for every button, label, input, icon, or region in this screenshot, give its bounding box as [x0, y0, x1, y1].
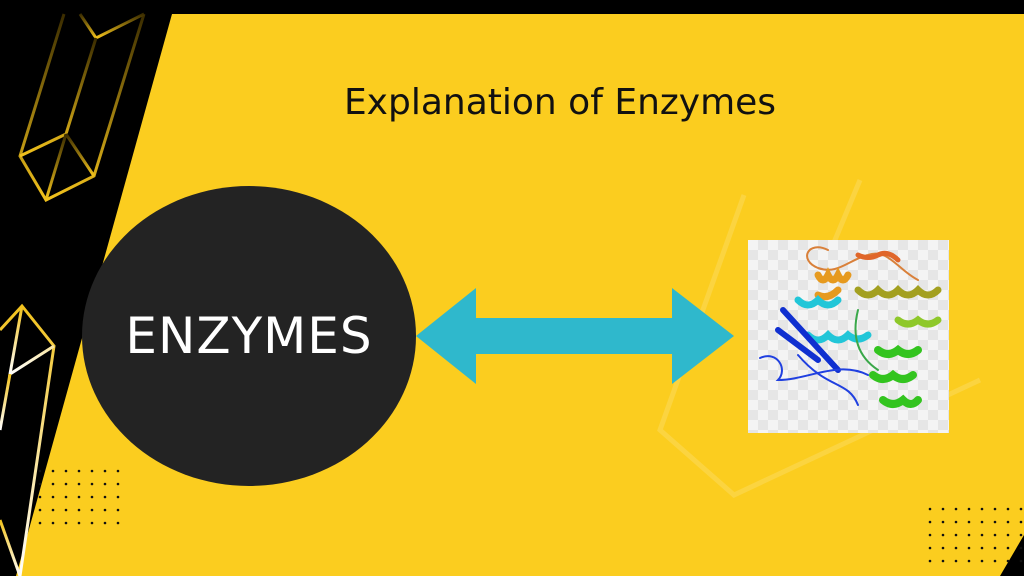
dot — [1019, 507, 1023, 511]
dot — [954, 546, 958, 550]
dot — [967, 533, 971, 537]
dot — [941, 520, 945, 524]
dot — [77, 521, 81, 525]
dot — [103, 508, 107, 512]
dot — [1006, 520, 1010, 524]
dot — [1006, 533, 1010, 537]
dot — [64, 521, 68, 525]
dot — [90, 508, 94, 512]
slide-title: Explanation of Enzymes — [343, 82, 777, 123]
dot — [64, 508, 68, 512]
dot — [980, 546, 984, 550]
dot — [928, 533, 932, 537]
dot — [1006, 546, 1010, 550]
dot — [1019, 546, 1023, 550]
dot — [77, 508, 81, 512]
dot — [103, 469, 107, 473]
dot — [941, 559, 945, 563]
dot — [954, 533, 958, 537]
enzymes-circle: ENZYMES — [82, 186, 416, 486]
dot — [38, 521, 42, 525]
crystal-outline-bottom — [0, 303, 56, 576]
dot — [993, 533, 997, 537]
dot — [116, 482, 120, 486]
dot — [38, 495, 42, 499]
dot — [64, 495, 68, 499]
dot — [90, 521, 94, 525]
dot — [993, 559, 997, 563]
top-black-bar — [0, 0, 1024, 14]
dot — [38, 469, 42, 473]
dot-grid-bottom-left — [38, 469, 120, 525]
dot — [980, 559, 984, 563]
dot — [51, 495, 55, 499]
dot — [993, 507, 997, 511]
dot — [1019, 559, 1023, 563]
dot — [77, 469, 81, 473]
dot — [90, 482, 94, 486]
dot — [38, 482, 42, 486]
dot — [980, 520, 984, 524]
dot — [954, 507, 958, 511]
dot — [993, 546, 997, 550]
dot — [51, 469, 55, 473]
dot — [967, 559, 971, 563]
dot — [64, 469, 68, 473]
dot — [928, 546, 932, 550]
dot — [103, 495, 107, 499]
dot — [38, 508, 42, 512]
dot — [64, 482, 68, 486]
dot — [103, 521, 107, 525]
protein-structure-image — [748, 240, 949, 433]
dot — [967, 507, 971, 511]
dot — [1006, 507, 1010, 511]
dot — [51, 521, 55, 525]
dot — [116, 469, 120, 473]
double-headed-arrow — [416, 288, 734, 384]
dot — [90, 469, 94, 473]
dot — [51, 508, 55, 512]
dot — [1006, 559, 1010, 563]
dot — [77, 495, 81, 499]
dot — [116, 508, 120, 512]
dot — [941, 546, 945, 550]
dot — [928, 507, 932, 511]
dot — [103, 482, 107, 486]
dot — [928, 520, 932, 524]
crystal-outline-top — [18, 12, 146, 202]
corner-black-triangle — [1000, 535, 1024, 576]
dot — [993, 520, 997, 524]
dot — [51, 482, 55, 486]
dot — [980, 533, 984, 537]
dot — [941, 507, 945, 511]
dot — [1019, 520, 1023, 524]
dot — [967, 520, 971, 524]
dot — [941, 533, 945, 537]
dot — [90, 495, 94, 499]
dot — [77, 482, 81, 486]
dot — [928, 559, 932, 563]
dot — [954, 520, 958, 524]
dot — [1019, 533, 1023, 537]
dot — [116, 495, 120, 499]
circle-label: ENZYMES — [125, 307, 373, 365]
dot-grid-bottom-right — [928, 507, 1023, 563]
dot — [980, 507, 984, 511]
dot — [967, 546, 971, 550]
dot — [954, 559, 958, 563]
dot — [116, 521, 120, 525]
